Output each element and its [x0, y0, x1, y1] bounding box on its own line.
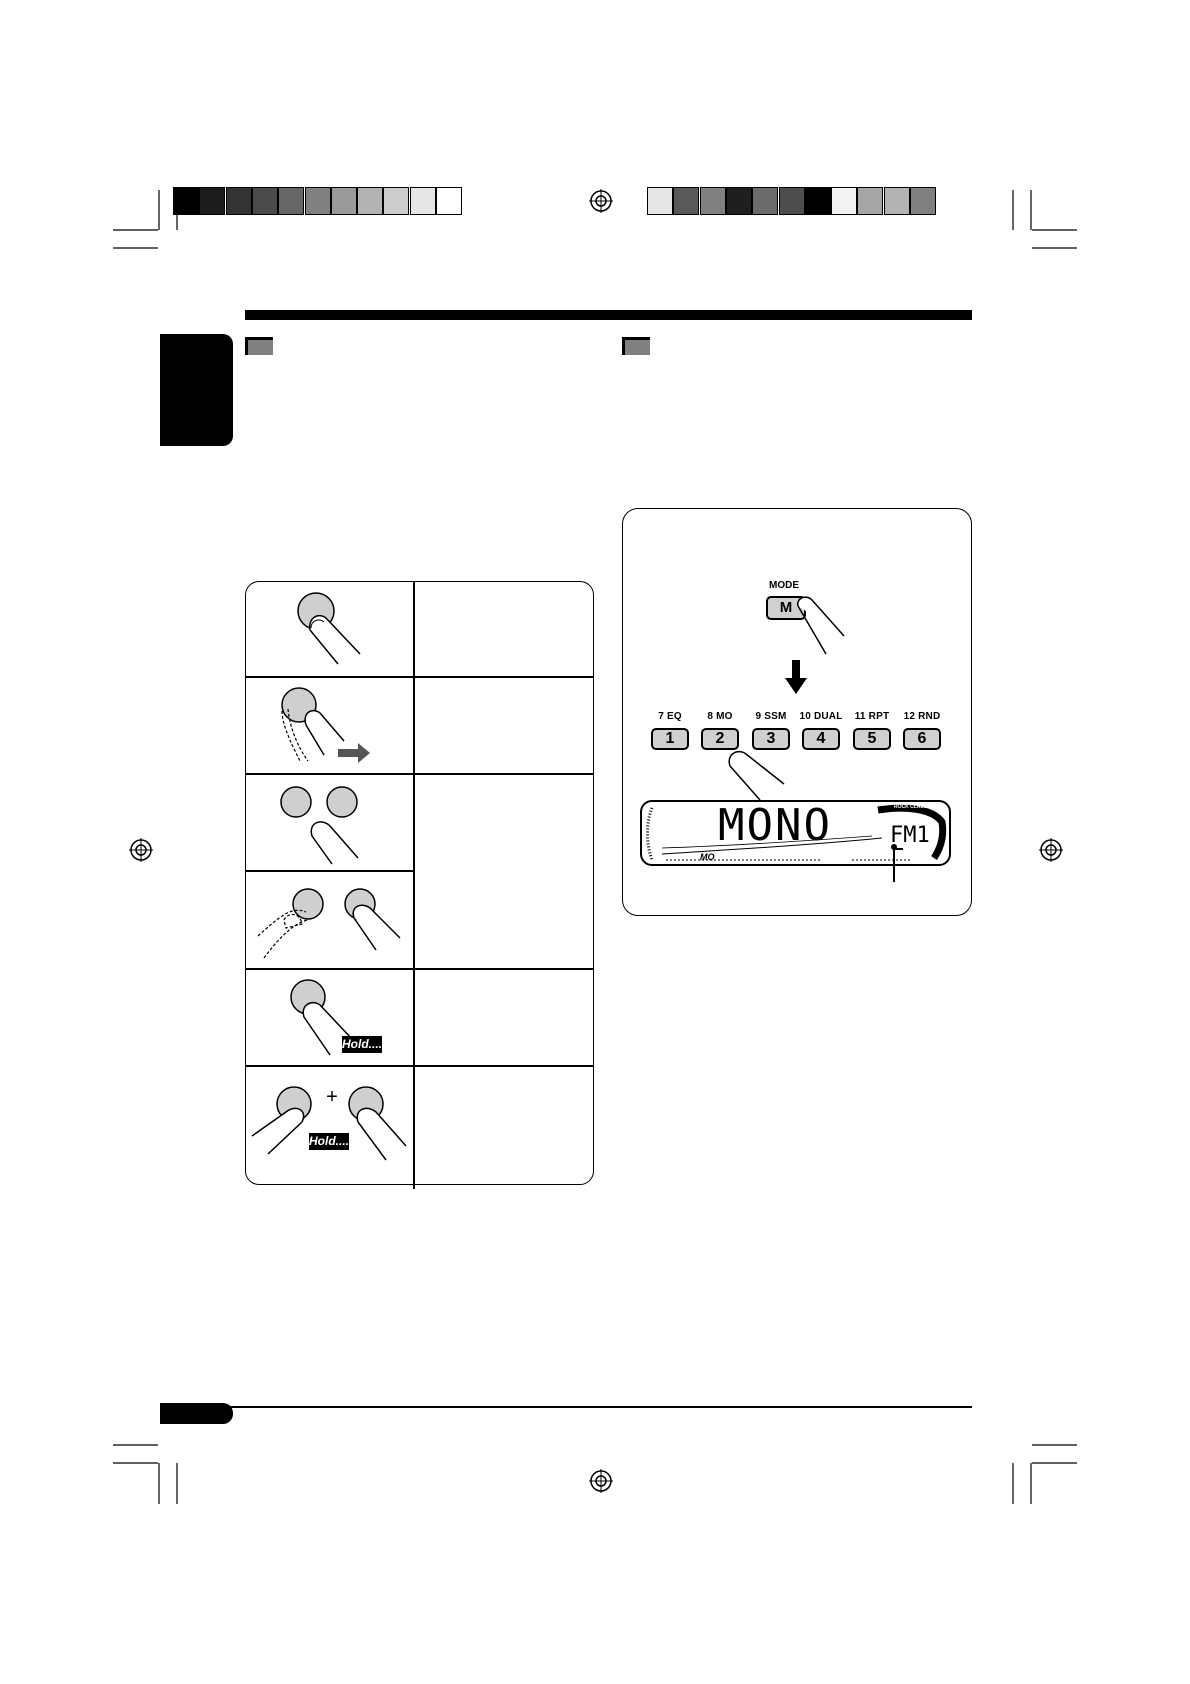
lcd-mo-indicator: MO — [700, 852, 715, 862]
lcd-decorations — [646, 804, 947, 861]
mode-panel — [622, 508, 972, 916]
hold-badge: Hold.... — [309, 1133, 349, 1150]
color-swatch — [647, 187, 673, 215]
color-swatch — [357, 187, 384, 215]
finger-pressing-preset — [728, 750, 785, 801]
preset-label: 12 RND — [903, 711, 941, 722]
color-swatch — [251, 187, 278, 215]
color-swatch — [752, 187, 779, 215]
color-swatch — [725, 187, 752, 215]
preset-button-6[interactable]: 6 — [903, 728, 941, 750]
section-marker-right — [622, 337, 650, 355]
color-swatch — [910, 187, 936, 215]
footer-rule — [160, 1406, 972, 1408]
preset-button-3[interactable]: 3 — [752, 728, 790, 750]
finger-pressing-mode — [797, 596, 845, 655]
color-swatch — [199, 187, 226, 215]
preset-label: 11 RPT — [854, 711, 890, 722]
table-row-divider — [245, 773, 594, 775]
lcd-eq-bottom: USER JAZZ — [895, 853, 923, 859]
callout-line — [893, 848, 903, 850]
color-swatch — [304, 187, 331, 215]
color-swatch — [278, 187, 305, 215]
color-swatch — [804, 187, 831, 215]
press-slide-illustration — [281, 687, 370, 763]
color-swatch — [436, 187, 462, 215]
section-marker-left — [245, 337, 273, 355]
preset-button-1[interactable]: 1 — [651, 728, 689, 750]
down-arrow-icon — [785, 660, 807, 694]
color-swatch — [857, 187, 884, 215]
header-rule — [245, 310, 972, 320]
table-row-divider — [245, 968, 594, 970]
table-row-divider — [245, 676, 594, 678]
callout-line — [893, 848, 895, 882]
color-bar-left — [173, 187, 463, 215]
registration-mark-bottom — [589, 1469, 613, 1493]
lcd-band-text: FM1 — [890, 823, 930, 848]
table-row-divider — [245, 1065, 594, 1067]
language-tab — [160, 334, 233, 446]
color-swatch — [673, 187, 700, 215]
preset-button-2[interactable]: 2 — [701, 728, 739, 750]
preset-button-5[interactable]: 5 — [853, 728, 891, 750]
registration-mark-left — [129, 838, 153, 862]
registration-mark-right — [1039, 838, 1063, 862]
preset-label: 9 SSM — [755, 711, 787, 722]
lcd-eq-top: ROCK CLASSIC — [894, 804, 933, 810]
color-swatch — [699, 187, 726, 215]
color-bar-right — [647, 187, 937, 215]
plus-sign: + — [326, 1086, 338, 1108]
hold-badge: Hold.... — [342, 1036, 382, 1053]
alternate-press-illustration — [257, 888, 401, 959]
page-number-tab — [160, 1403, 233, 1424]
operation-table — [245, 581, 594, 1185]
color-swatch — [409, 187, 436, 215]
preset-label: 10 DUAL — [799, 711, 843, 722]
color-swatch — [330, 187, 357, 215]
table-row-divider — [245, 870, 413, 872]
preset-label: 8 MO — [707, 711, 733, 722]
color-swatch — [883, 187, 910, 215]
hold-two-buttons-illustration — [251, 1086, 407, 1161]
color-swatch — [778, 187, 805, 215]
color-swatch — [383, 187, 410, 215]
table-divider-vertical — [413, 581, 415, 1189]
preset-button-4[interactable]: 4 — [802, 728, 840, 750]
two-buttons-illustration — [280, 786, 359, 865]
registration-mark-top — [589, 189, 613, 213]
preset-label: 7 EQ — [658, 711, 682, 722]
hold-button-illustration — [290, 979, 353, 1056]
color-swatch — [225, 187, 252, 215]
lcd-main-text: MONO — [718, 800, 832, 851]
press-button-illustration — [297, 592, 361, 665]
mode-label: MODE — [769, 580, 799, 591]
color-swatch — [831, 187, 858, 215]
